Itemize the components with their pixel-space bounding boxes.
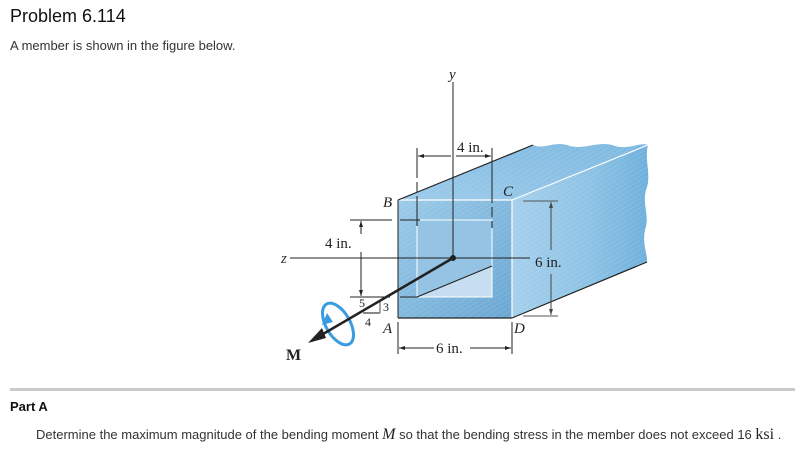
- stress-value: 16: [737, 427, 752, 442]
- label-d: D: [513, 321, 525, 337]
- label-c: C: [503, 184, 514, 200]
- label-b: B: [383, 195, 392, 211]
- member-top-face: [398, 144, 648, 200]
- stress-unit: ksi: [755, 426, 775, 443]
- label-a: A: [382, 321, 393, 337]
- moment-variable: M: [382, 426, 396, 443]
- svg-text:5: 5: [359, 296, 365, 310]
- part-a-title: Part A: [10, 399, 48, 414]
- dim-bottom-width: 6 in.: [436, 341, 463, 357]
- member-side-face: [512, 145, 649, 318]
- problem-title: Problem 6.114: [10, 6, 126, 26]
- part-a-question: Determine the maximum magnitude of the b…: [36, 426, 782, 443]
- slope-triangle: 5 3 4: [359, 296, 389, 329]
- section-divider: [10, 388, 795, 391]
- moment-vector: [317, 256, 454, 339]
- svg-text:4: 4: [365, 315, 371, 329]
- svg-text:3: 3: [383, 300, 389, 314]
- dim-top-width: 4 in.: [457, 140, 484, 156]
- label-y: y: [447, 67, 456, 83]
- member-figure: 4 in. 4 in. 6 in. 6 in. 5 3: [0, 60, 795, 380]
- centroid-point: [450, 255, 456, 261]
- dim-right-height: 6 in.: [535, 255, 562, 271]
- label-z: z: [280, 251, 287, 267]
- label-m: M: [286, 347, 301, 364]
- problem-intro: A member is shown in the figure below.: [10, 38, 236, 53]
- dim-left-height: 4 in.: [325, 236, 352, 252]
